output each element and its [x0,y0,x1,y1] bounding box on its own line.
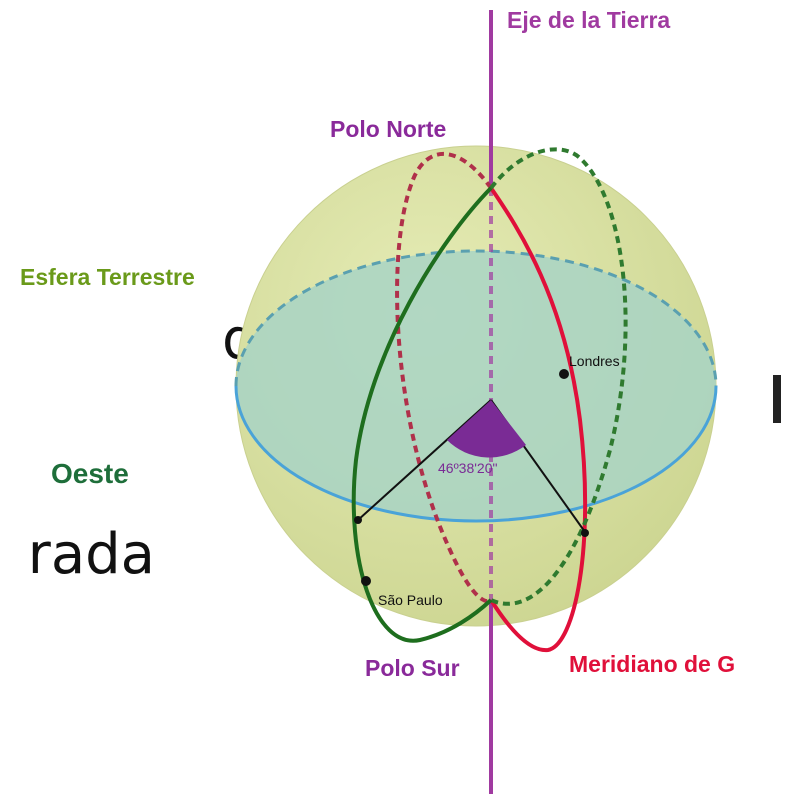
axis-label: Eje de la Tierra [507,7,670,33]
equator-point-west [354,516,362,524]
equatorial-plane [236,251,716,521]
sao-paulo-meridian-front [351,186,493,643]
equator-front [234,385,718,523]
background-text-line2: rada [28,522,155,587]
meridian-label: Meridiano de G [569,651,735,677]
angle-sector [447,400,526,458]
sao-paulo-point [361,576,371,586]
greenwich-meridian-back [395,151,493,604]
sphere-label: Esfera Terrestre [20,264,195,290]
south-pole-label: Polo Sur [365,655,460,681]
sao-paulo-meridian-back [489,147,628,606]
west-label: Oeste [51,458,129,489]
greenwich-meridian-front [489,186,588,653]
london-label: Londres [569,353,620,369]
angle-ray-west [357,399,492,521]
equator-point-east [581,529,589,537]
north-pole-label: Polo Norte [330,116,446,142]
clipped-letter-fragment [773,375,781,423]
angle-label: 46º38'20" [438,460,498,476]
sao-paulo-label: São Paulo [378,592,443,608]
equator-back [234,249,718,387]
london-point [559,369,569,379]
